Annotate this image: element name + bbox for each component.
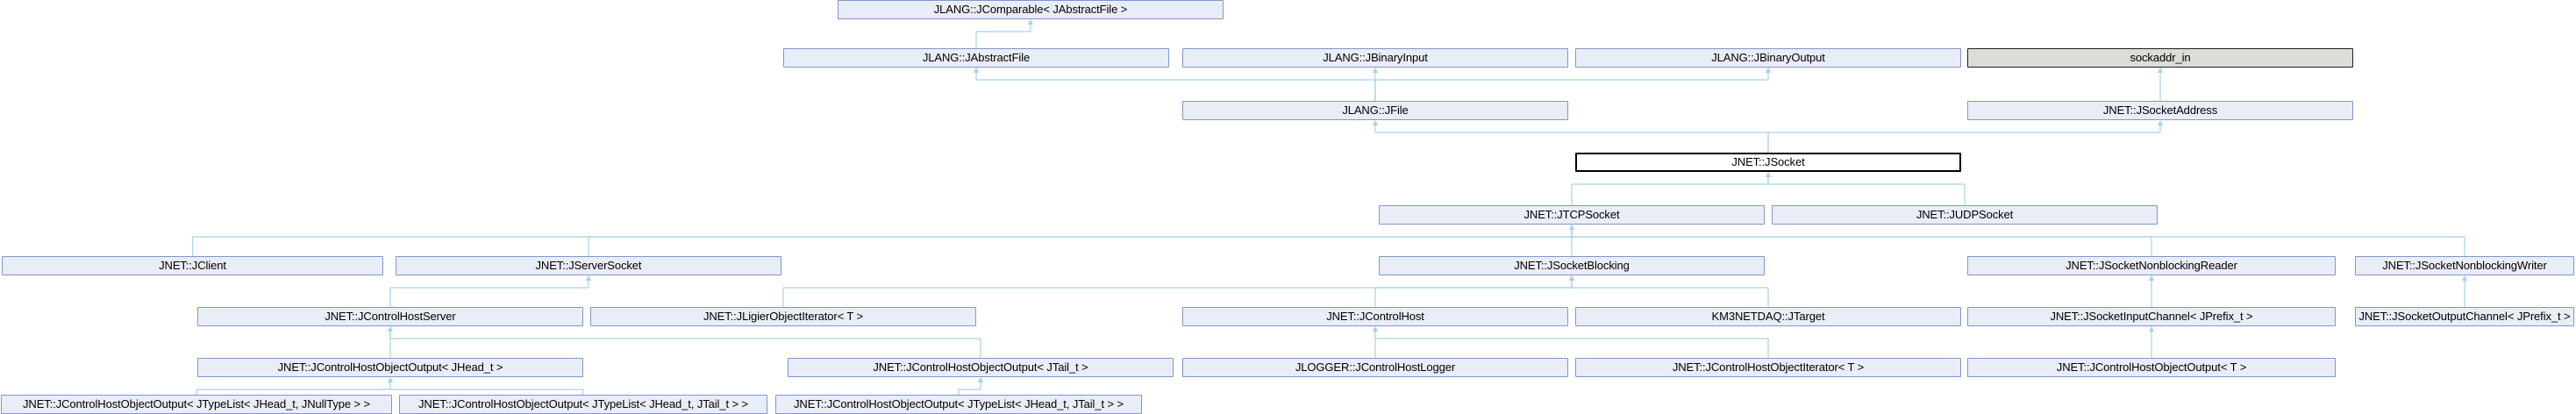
class-node[interactable]: JNET::JSocketInputChannel< JPrefix_t > — [1967, 307, 2336, 326]
class-node[interactable]: JNET::JSocketOutputChannel< JPrefix_t > — [2355, 307, 2574, 326]
class-node[interactable]: JNET::JSocket — [1575, 153, 1961, 172]
class-node[interactable]: JNET::JControlHostObjectOutput< JTypeLis… — [399, 395, 767, 414]
class-node[interactable]: JNET::JControlHostObjectOutput< T > — [1967, 358, 2336, 377]
class-node[interactable]: JNET::JControlHostObjectOutput< JHead_t … — [197, 358, 583, 377]
class-node[interactable]: JNET::JSocketAddress — [1967, 101, 2353, 120]
class-node[interactable]: sockaddr_in — [1967, 48, 2353, 68]
class-node[interactable]: JNET::JSocketNonblockingWriter — [2355, 256, 2574, 275]
class-node[interactable]: JNET::JSocketBlocking — [1379, 256, 1765, 275]
class-node[interactable]: JLANG::JBinaryInput — [1182, 48, 1568, 68]
class-node[interactable]: JNET::JClient — [2, 256, 383, 275]
class-node[interactable]: JNET::JControlHostObjectIterator< T > — [1575, 358, 1961, 377]
class-node[interactable]: JNET::JControlHostObjectOutput< JTypeLis… — [1, 395, 392, 414]
class-node[interactable]: JNET::JTCPSocket — [1379, 205, 1765, 225]
class-node[interactable]: JLANG::JBinaryOutput — [1575, 48, 1961, 68]
class-node[interactable]: JLANG::JFile — [1182, 101, 1568, 120]
class-node[interactable]: JNET::JControlHostObjectOutput< JTail_t … — [788, 358, 1174, 377]
class-node[interactable]: JNET::JUDPSocket — [1772, 205, 2158, 225]
class-node[interactable]: JLANG::JAbstractFile — [783, 48, 1169, 68]
class-node[interactable]: JNET::JSocketNonblockingReader — [1967, 256, 2336, 275]
class-node[interactable]: KM3NETDAQ::JTarget — [1575, 307, 1961, 326]
class-node[interactable]: JLOGGER::JControlHostLogger — [1182, 358, 1568, 377]
class-node[interactable]: JNET::JLigierObjectIterator< T > — [590, 307, 976, 326]
class-node[interactable]: JNET::JControlHost — [1182, 307, 1568, 326]
class-node[interactable]: JLANG::JComparable< JAbstractFile > — [838, 0, 1224, 19]
class-node[interactable]: JNET::JControlHostServer — [197, 307, 583, 326]
class-node[interactable]: JNET::JControlHostObjectOutput< JTypeLis… — [775, 395, 1142, 414]
class-node[interactable]: JNET::JServerSocket — [396, 256, 781, 275]
